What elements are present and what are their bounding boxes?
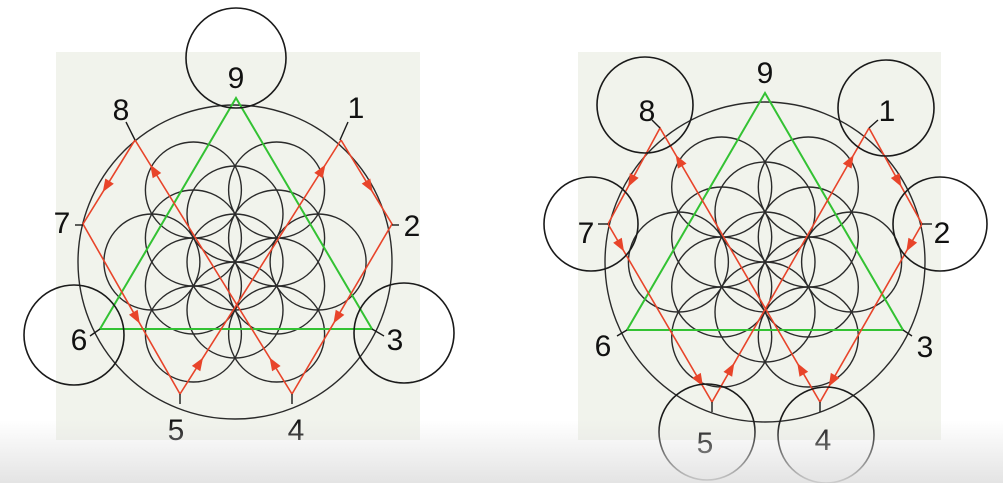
path-arrow-2-4-a xyxy=(906,237,918,252)
flower-circle-12 xyxy=(227,141,326,239)
diagram-left: 1 2 3 4 5 6 7 8 9 xyxy=(23,7,455,447)
path-arrow-5-1-a xyxy=(723,363,735,377)
leader-line-8 xyxy=(651,119,661,129)
path-arrow-1-2 xyxy=(361,178,373,193)
flower-circle-11 xyxy=(144,141,243,239)
number-label-9: 9 xyxy=(757,57,774,90)
path-arrow-7-5 xyxy=(128,309,140,324)
number-label-9: 9 xyxy=(228,62,245,95)
diagram-right: 1 2 3 4 5 6 7 8 9 xyxy=(543,52,988,483)
path-arrow-4-8-b xyxy=(150,164,162,179)
green-triangle xyxy=(625,91,905,331)
number-label-6: 6 xyxy=(71,324,88,357)
path-arrow-2-4 xyxy=(333,309,345,324)
highlight-circle-6 xyxy=(23,284,125,386)
highlight-circle-7 xyxy=(543,176,639,272)
number-label-2: 2 xyxy=(934,217,951,250)
number-label-2: 2 xyxy=(404,210,421,243)
number-label-7: 7 xyxy=(578,217,595,250)
flower-circle-8 xyxy=(757,286,859,388)
leader-line-8 xyxy=(125,121,136,141)
green-triangle xyxy=(98,96,374,330)
flower-circle-12 xyxy=(757,136,859,238)
highlight-circle-1 xyxy=(837,59,935,157)
number-label-3: 3 xyxy=(387,324,404,357)
flower-circle-8 xyxy=(227,285,326,383)
panel-background xyxy=(56,52,420,440)
number-label-6: 6 xyxy=(595,330,612,363)
number-label-1: 1 xyxy=(348,92,365,125)
highlight-circle-3 xyxy=(353,282,455,384)
path-arrow-5-1-a xyxy=(191,357,204,372)
path-arrow-1-2 xyxy=(890,173,902,187)
leader-line-1 xyxy=(868,119,879,129)
leader-line-6 xyxy=(616,329,628,337)
number-label-3: 3 xyxy=(917,331,934,364)
number-label-5: 5 xyxy=(697,427,714,460)
path-arrow-8-7 xyxy=(102,178,114,193)
leader-line-6 xyxy=(89,328,101,337)
path-arrow-4-8-a xyxy=(797,363,809,377)
path-arrow-2-4-b xyxy=(828,372,840,387)
path-arrow-7-5-a xyxy=(613,237,625,252)
number-label-7: 7 xyxy=(54,207,71,240)
number-label-4: 4 xyxy=(288,414,305,447)
path-arrow-5-1-b xyxy=(314,164,326,179)
highlight-circle-2 xyxy=(892,176,988,272)
path-arrow-7-5-b xyxy=(692,372,704,387)
number-label-8: 8 xyxy=(113,94,130,127)
leader-line-3 xyxy=(902,329,913,337)
number-label-4: 4 xyxy=(815,424,832,457)
path-arrow-5-1-b xyxy=(842,154,854,169)
leader-line-3 xyxy=(371,328,385,337)
number-label-8: 8 xyxy=(639,95,656,128)
path-arrow-8-7 xyxy=(628,173,639,187)
highlight-circle-9 xyxy=(185,7,287,109)
flower-circle-11 xyxy=(671,136,773,238)
outer-circle xyxy=(77,104,393,420)
highlight-circle-8 xyxy=(596,56,694,154)
path-arrow-4-8-b xyxy=(675,154,687,169)
number-label-5: 5 xyxy=(168,414,185,447)
path-arrow-4-8-a xyxy=(269,357,281,372)
number-label-1: 1 xyxy=(879,95,896,128)
leader-line-1 xyxy=(339,121,349,141)
